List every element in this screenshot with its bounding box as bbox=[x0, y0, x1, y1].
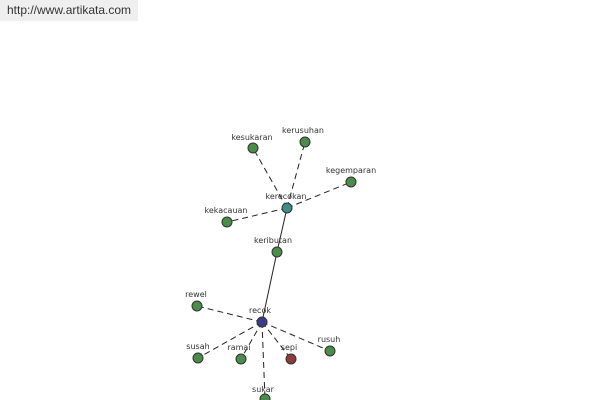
node-label-kesukaran: kesukaran bbox=[231, 133, 272, 142]
node-label-kegemparan: kegemparan bbox=[326, 166, 376, 175]
node-circle-susah[interactable] bbox=[192, 352, 204, 364]
node-label-kerusuhan: kerusuhan bbox=[282, 126, 324, 135]
node-circle-keributan[interactable] bbox=[271, 246, 283, 258]
node-sepi[interactable]: sepi bbox=[281, 343, 297, 365]
node-circle-sepi[interactable] bbox=[285, 353, 297, 365]
node-ramai[interactable]: ramai bbox=[227, 343, 251, 365]
node-circle-kerecokan[interactable] bbox=[281, 202, 293, 214]
node-label-ramai: ramai bbox=[227, 343, 250, 352]
node-kerecokan[interactable]: kerecokan bbox=[265, 192, 307, 214]
edge-recok-sukar bbox=[261, 321, 266, 400]
edge-kerecokan-keributan bbox=[276, 207, 288, 253]
edge-recok-rusuh bbox=[261, 321, 331, 352]
node-label-recok: recok bbox=[249, 306, 271, 315]
node-kerusuhan[interactable]: kerusuhan bbox=[282, 126, 324, 148]
source-url: http://www.artikata.com bbox=[0, 0, 138, 21]
node-label-kekacauan: kekacauan bbox=[204, 206, 247, 215]
node-label-kerecokan: kerecokan bbox=[265, 192, 306, 201]
node-label-keributan: keributan bbox=[254, 236, 292, 245]
node-label-sepi: sepi bbox=[281, 343, 297, 352]
node-kesukaran[interactable]: kesukaran bbox=[231, 133, 273, 154]
node-circle-kegemparan[interactable] bbox=[345, 176, 357, 188]
node-label-susah: susah bbox=[186, 342, 209, 351]
node-circle-rewel[interactable] bbox=[191, 300, 203, 312]
node-circle-sukar[interactable] bbox=[259, 393, 271, 400]
node-label-rusuh: rusuh bbox=[318, 335, 341, 344]
edge-recok-ramai bbox=[240, 321, 263, 360]
node-circle-kesukaran[interactable] bbox=[247, 142, 259, 154]
edge-keributan-recok bbox=[261, 251, 278, 323]
node-circle-ramai[interactable] bbox=[235, 353, 247, 365]
node-kegemparan[interactable]: kegemparan bbox=[326, 166, 376, 188]
edge-recok-susah bbox=[197, 321, 263, 359]
node-sukar[interactable]: sukar bbox=[252, 385, 275, 400]
node-rusuh[interactable]: rusuh bbox=[318, 335, 341, 357]
node-circle-kerusuhan[interactable] bbox=[299, 136, 311, 148]
node-susah[interactable]: susah bbox=[186, 342, 210, 364]
edge-kerecokan-kesukaran bbox=[252, 147, 288, 209]
nodes-layer: kesukaran kerusuhan kegemparan kerecokan kek… bbox=[185, 126, 376, 400]
node-circle-recok[interactable] bbox=[256, 316, 268, 328]
node-rewel[interactable]: rewel bbox=[185, 290, 207, 312]
node-circle-rusuh[interactable] bbox=[324, 345, 336, 357]
node-keributan[interactable]: keributan bbox=[254, 236, 292, 258]
node-label-sukar: sukar bbox=[252, 385, 275, 394]
edge-kerecokan-kekacauan bbox=[226, 207, 288, 223]
node-recok[interactable]: recok bbox=[249, 306, 271, 328]
edge-recok-rewel bbox=[196, 305, 263, 323]
node-circle-kekacauan[interactable] bbox=[221, 216, 233, 228]
edge-kerecokan-kegemparan bbox=[286, 181, 352, 209]
node-label-rewel: rewel bbox=[185, 290, 207, 299]
edge-recok-sepi bbox=[261, 321, 292, 360]
edge-kerecokan-kerusuhan bbox=[286, 141, 306, 209]
edges-layer bbox=[196, 141, 352, 400]
node-kekacauan[interactable]: kekacauan bbox=[204, 206, 248, 228]
